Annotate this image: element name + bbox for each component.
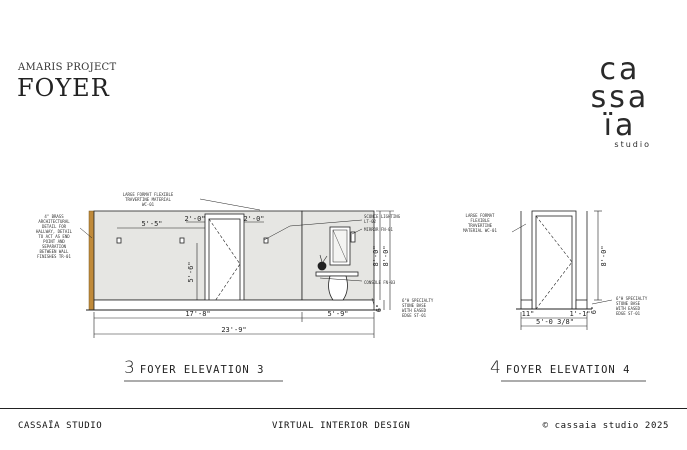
- door-swing-4: [535, 215, 573, 310]
- console-pedestal: [328, 275, 348, 301]
- door-leaf-4: [535, 215, 573, 310]
- dim-5-6: 5'-6": [187, 261, 195, 282]
- note-brass-7: SEPARATION: [42, 244, 67, 249]
- project-name: AMARIS PROJECT: [18, 62, 117, 73]
- note-panel-1: LARGE FORMAT FLEXIBLE: [123, 192, 174, 197]
- note4-base-4: EDGE ST-01: [616, 311, 641, 316]
- dim4-5-0: 5'-0 3/8": [536, 318, 574, 326]
- note4-panel-2: FLEXIBLE: [470, 218, 490, 223]
- note-panel-2: TRAVERTINE MATERIAL: [125, 197, 171, 202]
- note-brass-8: BETWEEN WALL: [40, 249, 69, 254]
- note-base-3: WITH EASED: [402, 308, 427, 313]
- note-sconce-1: SCONCE LIGHTING: [364, 214, 401, 219]
- footer-divider: [0, 408, 687, 409]
- wall-panel-left: [93, 210, 303, 301]
- note-brass-3: DETAIL FOR: [42, 224, 67, 229]
- caption-text-3: FOYER ELEVATION 3: [139, 364, 265, 376]
- page-title: FOYER: [17, 74, 110, 102]
- logo-line-3: ïa: [603, 108, 637, 143]
- note-sconce-2: LT-02: [364, 219, 377, 224]
- note-brass-4: HALLWAY, DETAIL: [36, 229, 73, 234]
- elevation-4-dimensions: 8'-0" 6" 11" 1'-1" 5'-0 3/8": [522, 245, 608, 326]
- logo-line-4: studio: [614, 140, 651, 149]
- note4-base-3: WITH EASED: [616, 306, 641, 311]
- caption-text-4: FOYER ELEVATION 4: [505, 364, 631, 376]
- elevation-3-drawing: [79, 198, 394, 382]
- elevation-3-notes: 4" BRASS ARCHITECTURAL DETAIL FOR HALLWA…: [36, 192, 434, 318]
- stone-base: [93, 299, 375, 311]
- note-brass-2: ARCHITECTURAL: [38, 219, 70, 224]
- dim-2-0-b: 2'-0": [243, 215, 264, 223]
- dim4-6: 6": [590, 306, 598, 314]
- note4-base-2: STONE BASE: [616, 301, 641, 306]
- studio-logo: ca ssa ïa studio: [585, 52, 655, 150]
- dim-5-9: 5'-9": [327, 310, 348, 318]
- dim4-1-1: 1'-1": [569, 310, 590, 318]
- dim4-11: 11": [522, 310, 535, 318]
- note-base-1: 6"H SPECIALTY: [402, 298, 434, 303]
- note-base-4: EDGE ST-01: [402, 313, 427, 318]
- brass-detail-strip: [88, 210, 95, 311]
- dim-17-8: 17'-8": [185, 310, 210, 318]
- dim-8-0-a: 8'-0": [372, 245, 380, 266]
- footer-copyright: © cassaia studio 2025: [542, 421, 669, 431]
- footer-service: VIRTUAL INTERIOR DESIGN: [272, 421, 411, 431]
- door-swing: [208, 218, 241, 311]
- note-mirror: MIRROR FN-01: [364, 227, 393, 232]
- caption-elevation-3: 3 FOYER ELEVATION 3: [124, 358, 264, 378]
- caption-number-3: 3: [124, 358, 135, 378]
- elevation-4-drawing: [501, 210, 646, 382]
- dim-23-9: 23'-9": [221, 326, 246, 334]
- caption-elevation-4: 4 FOYER ELEVATION 4: [490, 358, 630, 378]
- note-console: CONSOLE FN-03: [364, 280, 396, 285]
- note4-panel-3: TRAVERTINE: [468, 223, 493, 228]
- vase: [317, 261, 327, 271]
- note-brass-5: TO ACT AS END: [38, 234, 70, 239]
- dim-5-5: 5'-5": [141, 220, 162, 228]
- sconce: [350, 231, 356, 243]
- caption-number-4: 4: [490, 358, 501, 378]
- note-brass-6: POINT AND: [43, 239, 65, 244]
- logo-line-1: ca: [599, 52, 641, 87]
- note-brass-1: 4" BRASS: [44, 214, 64, 219]
- note4-panel-1: LARGE FORMAT: [466, 213, 495, 218]
- note4-base-1: 6"H SPECIALTY: [616, 296, 648, 301]
- door-leaf: [208, 218, 241, 311]
- logo-line-2: ssa: [590, 80, 650, 115]
- console-top: [315, 271, 359, 277]
- dim4-8-0: 8'-0": [600, 245, 608, 266]
- elevation-3-dimensions: 5'-5" 2'-0" 2'-0" 5'-6" 8'-0" 8'-0" 6" 1…: [141, 215, 390, 334]
- dim-8-0-b: 8'-0": [382, 245, 390, 266]
- note-base-2: STONE BASE: [402, 303, 427, 308]
- footer-studio-name: CASSAÏA STUDIO: [18, 421, 103, 431]
- dim-6: 6": [375, 304, 383, 312]
- dim-2-0-a: 2'-0": [184, 215, 205, 223]
- note-brass-9: FINISHES TR-01: [37, 254, 71, 259]
- note4-panel-4: MATERIAL WC-01: [463, 228, 497, 233]
- elevation-4-notes: LARGE FORMAT FLEXIBLE TRAVERTINE MATERIA…: [463, 213, 648, 316]
- note-panel-3: WC-01: [142, 202, 155, 207]
